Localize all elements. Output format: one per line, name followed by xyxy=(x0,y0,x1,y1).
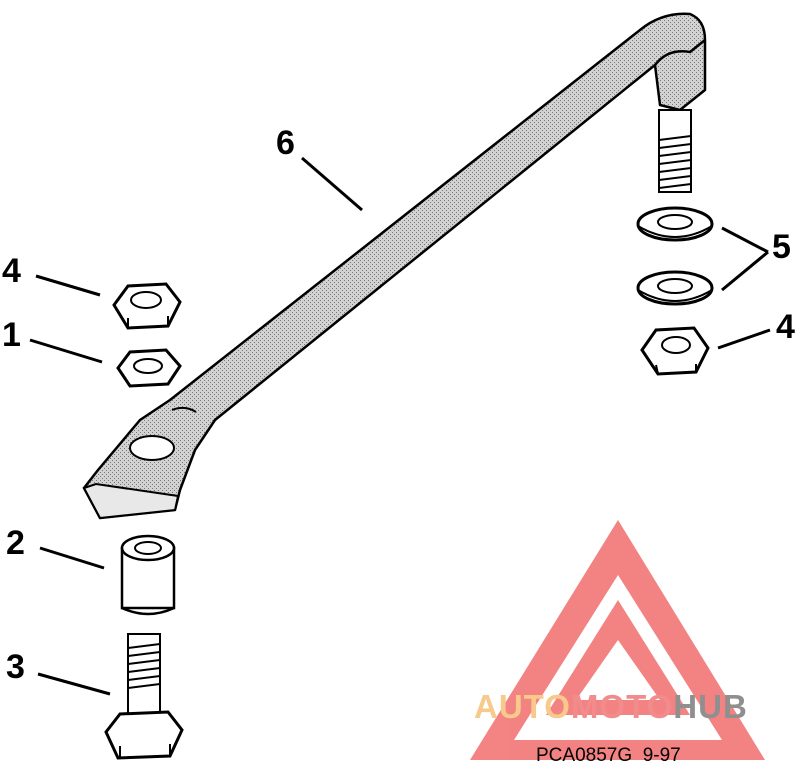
bolt xyxy=(104,633,184,760)
figure-id: PCA0857G xyxy=(536,745,633,766)
callout-3: 3 xyxy=(6,648,25,686)
figure-date: 9-97 xyxy=(642,745,681,766)
spacer-bushing xyxy=(120,534,176,616)
watermark-text: AUTOMOTOHUB xyxy=(474,690,748,723)
watermark-auto: AUTO xyxy=(474,688,571,725)
jam-nut-left xyxy=(116,348,182,388)
figure-code: PCA0857G 9-97 xyxy=(536,745,681,767)
callout-4-left: 4 xyxy=(2,252,21,290)
callout-1: 1 xyxy=(2,316,21,354)
callout-5: 5 xyxy=(772,228,791,266)
callout-4-right: 4 xyxy=(776,308,795,346)
washer-upper xyxy=(636,206,714,242)
watermark-hub: HUB xyxy=(673,688,748,725)
leader-lines xyxy=(29,156,771,696)
callout-2: 2 xyxy=(6,524,25,562)
callout-6: 6 xyxy=(276,124,295,162)
washer-lower xyxy=(636,270,714,306)
watermark-logo xyxy=(470,520,765,760)
nut-right xyxy=(640,326,710,376)
drag-link-bar xyxy=(82,12,707,520)
watermark-moto: MOTO xyxy=(570,688,674,725)
nut-left xyxy=(112,282,182,330)
